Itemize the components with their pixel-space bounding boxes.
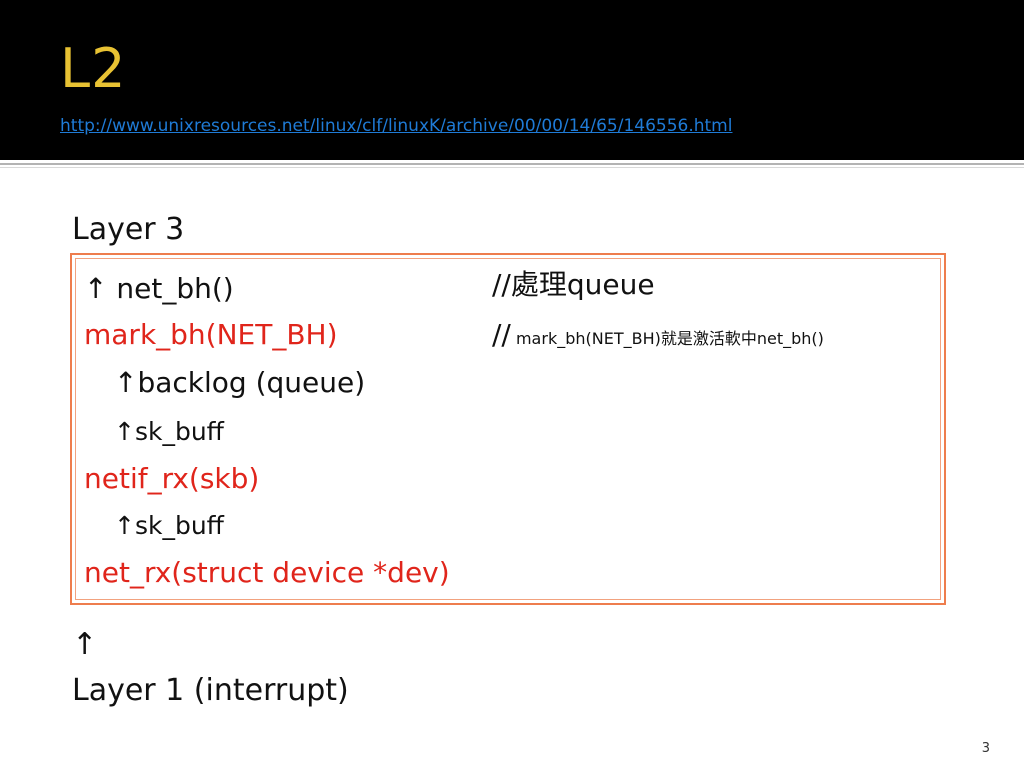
header-divider bbox=[0, 163, 1024, 165]
line-sk-buff-1: ↑sk_buff bbox=[114, 417, 224, 446]
layer-3-label: Layer 3 bbox=[72, 212, 185, 247]
line-backlog: ↑backlog (queue) bbox=[114, 366, 366, 399]
line-netif-rx: netif_rx(skb) bbox=[84, 462, 260, 495]
comment-mark-bh-text: mark_bh(NET_BH)就是激活軟中net_bh() bbox=[515, 329, 824, 348]
line-net-bh: ↑ net_bh() bbox=[84, 272, 234, 305]
line-sk-buff-2: ↑sk_buff bbox=[114, 511, 224, 540]
source-link[interactable]: http://www.unixresources.net/linux/clf/l… bbox=[60, 116, 733, 136]
line-net-rx: net_rx(struct device *dev) bbox=[84, 556, 450, 589]
page-number: 3 bbox=[981, 741, 990, 756]
header-divider-thin bbox=[0, 167, 1024, 168]
call-stack-box: ↑ net_bh() //處理queue mark_bh(NET_BH) // … bbox=[70, 253, 946, 605]
comment-queue: //處理queue bbox=[492, 268, 655, 301]
slide-title: L2 bbox=[60, 37, 127, 100]
comment-mark-bh: // mark_bh(NET_BH)就是激活軟中net_bh() bbox=[492, 321, 824, 349]
layer-1-label: Layer 1 (interrupt) bbox=[72, 673, 349, 708]
up-arrow: ↑ bbox=[72, 627, 98, 662]
comment-slashes: // bbox=[492, 318, 511, 351]
header-bar: L2 http://www.unixresources.net/linux/cl… bbox=[0, 0, 1024, 160]
line-mark-bh: mark_bh(NET_BH) bbox=[84, 318, 338, 351]
